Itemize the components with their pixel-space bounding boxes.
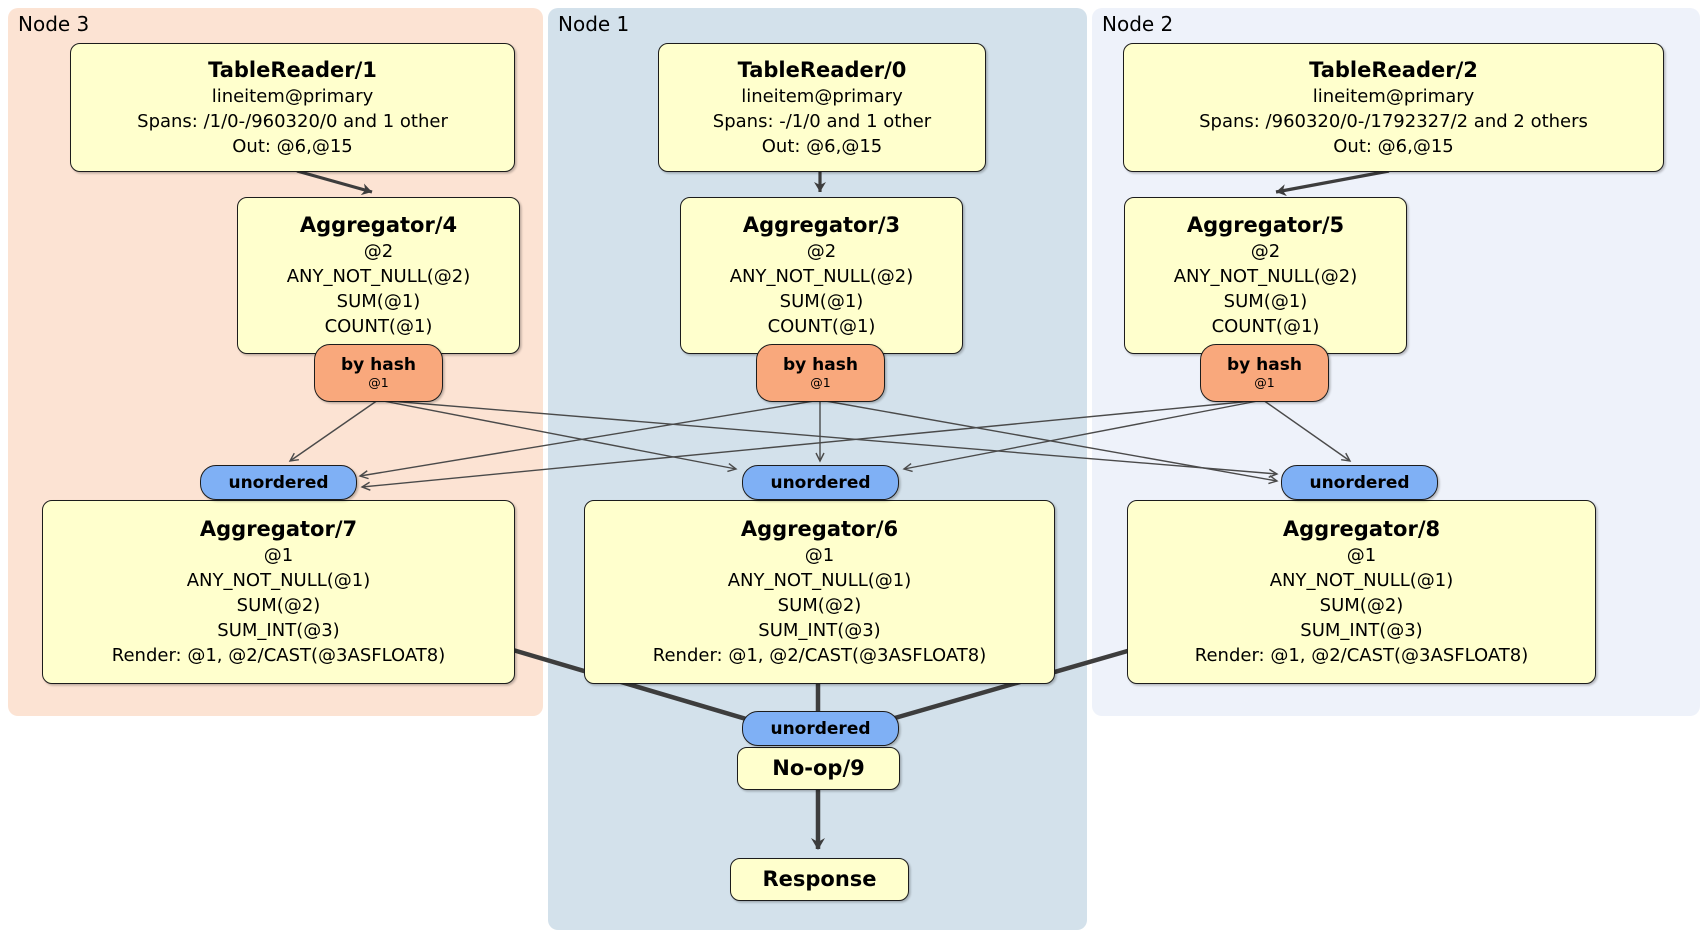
processor-detail: ANY_NOT_NULL(@1): [727, 570, 912, 591]
processor-title: No-op/9: [772, 756, 865, 780]
processor-detail: Out: @6,@15: [232, 135, 353, 157]
processor-tablereader-2: TableReader/2 lineitem@primary Spans: /9…: [1123, 43, 1664, 172]
router-by-hash-badge: by hash @1: [314, 344, 443, 402]
response-title: Response: [762, 867, 877, 891]
processor-detail: SUM(@2): [1319, 595, 1404, 616]
router-by-hash-badge: by hash @1: [1200, 344, 1329, 402]
processor-aggregator-7: Aggregator/7 @1 ANY_NOT_NULL(@1) SUM(@2)…: [42, 500, 515, 684]
processor-detail: Out: @6,@15: [761, 135, 883, 157]
processor-detail: SUM(@2): [236, 595, 321, 616]
processor-title: TableReader/2: [1309, 57, 1478, 82]
processor-aggregator-6: Aggregator/6 @1 ANY_NOT_NULL(@1) SUM(@2)…: [584, 500, 1055, 684]
processor-detail: Spans: /1/0-/960320/0 and 1 other: [137, 110, 448, 132]
processor-title: TableReader/1: [208, 57, 377, 82]
processor-detail: COUNT(@1): [324, 316, 433, 337]
processor-detail: Spans: -/1/0 and 1 other: [712, 110, 932, 132]
stream-label: unordered: [770, 472, 871, 493]
processor-noop-9: No-op/9: [737, 747, 900, 790]
processor-detail: @1: [263, 545, 294, 566]
processor-detail: SUM(@1): [779, 291, 864, 312]
processor-tablereader-0: TableReader/0 lineitem@primary Spans: -/…: [658, 43, 986, 172]
router-key: @1: [810, 375, 831, 390]
response-box: Response: [730, 858, 909, 901]
processor-detail: @2: [806, 241, 837, 262]
node1-label: Node 1: [558, 12, 630, 36]
processor-detail: Render: @1, @2/CAST(@3ASFLOAT8): [652, 645, 987, 666]
processor-detail: SUM(@2): [777, 595, 862, 616]
processor-detail: Render: @1, @2/CAST(@3ASFLOAT8): [1194, 645, 1529, 666]
processor-detail: @2: [1250, 241, 1281, 262]
processor-detail: lineitem@primary: [741, 85, 903, 107]
stream-label: unordered: [770, 718, 871, 739]
router-key: @1: [1254, 375, 1275, 390]
node3-label: Node 3: [18, 12, 90, 36]
processor-detail: SUM_INT(@3): [217, 620, 340, 641]
processor-title: Aggregator/4: [299, 213, 458, 237]
processor-detail: ANY_NOT_NULL(@2): [1173, 266, 1358, 287]
router-by-hash-badge: by hash @1: [756, 344, 885, 402]
stream-label: unordered: [228, 472, 329, 493]
processor-title: Aggregator/5: [1186, 213, 1345, 237]
router-label: by hash: [341, 355, 416, 375]
router-label: by hash: [1227, 355, 1302, 375]
processor-aggregator-5: Aggregator/5 @2 ANY_NOT_NULL(@2) SUM(@1)…: [1124, 197, 1407, 354]
processor-title: Aggregator/6: [740, 517, 899, 541]
processor-detail: ANY_NOT_NULL(@1): [1269, 570, 1454, 591]
stream-unordered-badge: unordered: [200, 465, 357, 500]
stream-unordered-badge: unordered: [1281, 465, 1438, 500]
processor-detail: SUM(@1): [336, 291, 421, 312]
processor-tablereader-1: TableReader/1 lineitem@primary Spans: /1…: [70, 43, 515, 172]
node2-label: Node 2: [1102, 12, 1174, 36]
processor-detail: Out: @6,@15: [1333, 135, 1454, 157]
processor-title: Aggregator/7: [199, 517, 358, 541]
processor-detail: @1: [804, 545, 835, 566]
processor-title: Aggregator/8: [1282, 517, 1441, 541]
stream-unordered-badge: unordered: [742, 711, 899, 746]
processor-detail: COUNT(@1): [1211, 316, 1320, 337]
processor-detail: ANY_NOT_NULL(@2): [729, 266, 914, 287]
processor-detail: lineitem@primary: [211, 85, 374, 107]
stream-label: unordered: [1309, 472, 1410, 493]
router-key: @1: [368, 375, 389, 390]
processor-detail: Render: @1, @2/CAST(@3ASFLOAT8): [111, 645, 446, 666]
processor-detail: ANY_NOT_NULL(@2): [286, 266, 471, 287]
processor-aggregator-4: Aggregator/4 @2 ANY_NOT_NULL(@2) SUM(@1)…: [237, 197, 520, 354]
processor-detail: SUM_INT(@3): [758, 620, 881, 641]
router-label: by hash: [783, 355, 858, 375]
processor-detail: @2: [363, 241, 394, 262]
processor-detail: lineitem@primary: [1312, 85, 1475, 107]
processor-detail: SUM(@1): [1223, 291, 1308, 312]
processor-aggregator-8: Aggregator/8 @1 ANY_NOT_NULL(@1) SUM(@2)…: [1127, 500, 1596, 684]
processor-detail: ANY_NOT_NULL(@1): [186, 570, 371, 591]
processor-title: Aggregator/3: [742, 213, 901, 237]
processor-detail: Spans: /960320/0-/1792327/2 and 2 others: [1199, 110, 1588, 132]
stream-unordered-badge: unordered: [742, 465, 899, 500]
processor-aggregator-3: Aggregator/3 @2 ANY_NOT_NULL(@2) SUM(@1)…: [680, 197, 963, 354]
processor-detail: SUM_INT(@3): [1300, 620, 1423, 641]
processor-title: TableReader/0: [737, 57, 907, 82]
processor-detail: COUNT(@1): [767, 316, 876, 337]
processor-detail: @1: [1346, 545, 1377, 566]
